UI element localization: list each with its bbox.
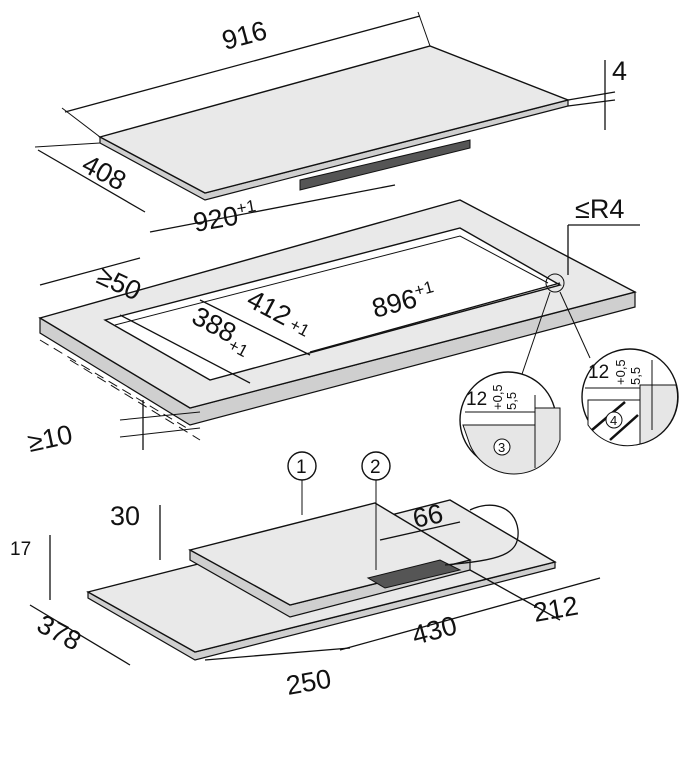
corner-radius-marker bbox=[545, 273, 565, 293]
hob-housing bbox=[299, 139, 471, 191]
detail-3-marker: 3 bbox=[498, 440, 505, 455]
underside-drawing: 1 2 30 66 17 378 430 212 250 bbox=[10, 451, 601, 701]
dim-17: 17 bbox=[10, 539, 31, 560]
hob-drawing: 916 408 4 bbox=[34, 11, 627, 213]
detail-3-tol: +0,5 bbox=[490, 384, 505, 410]
dim-66: 66 bbox=[410, 498, 446, 534]
dim-916: 916 bbox=[219, 15, 270, 56]
dim-30: 30 bbox=[110, 501, 140, 531]
dim-min-10: ≥10 bbox=[25, 419, 75, 458]
dim-430: 430 bbox=[409, 610, 460, 651]
detail-4-depth: 5,5 bbox=[628, 367, 643, 385]
dim-378: 378 bbox=[32, 609, 86, 657]
dim-920: 920+1 bbox=[191, 196, 260, 238]
cutout-opening bbox=[103, 227, 562, 381]
detail-3-width: 12 bbox=[466, 389, 487, 410]
dim-4: 4 bbox=[612, 56, 627, 86]
detail-4-marker: 4 bbox=[610, 413, 617, 428]
callout-2: 2 bbox=[370, 457, 381, 478]
detail-4-width: 12 bbox=[588, 362, 609, 383]
housing-top bbox=[188, 502, 472, 606]
dim-212: 212 bbox=[531, 591, 581, 628]
dim-r4: ≤R4 bbox=[575, 194, 624, 224]
power-cable bbox=[444, 504, 519, 566]
detail-3-depth: 5,5 bbox=[504, 392, 519, 410]
dim-250: 250 bbox=[284, 664, 334, 701]
detail-3: 12 +0,5 5,5 3 bbox=[459, 371, 561, 475]
connection-box bbox=[366, 559, 462, 589]
detail-4: 12 +0,5 5,5 4 bbox=[581, 348, 679, 447]
detail-4-tol: +0,5 bbox=[613, 359, 628, 385]
cutout-drawing: 920+1 ≤R4 ≥50 412+1 896+1 388+1 ≥10 bbox=[25, 184, 640, 458]
callout-1: 1 bbox=[296, 457, 307, 478]
